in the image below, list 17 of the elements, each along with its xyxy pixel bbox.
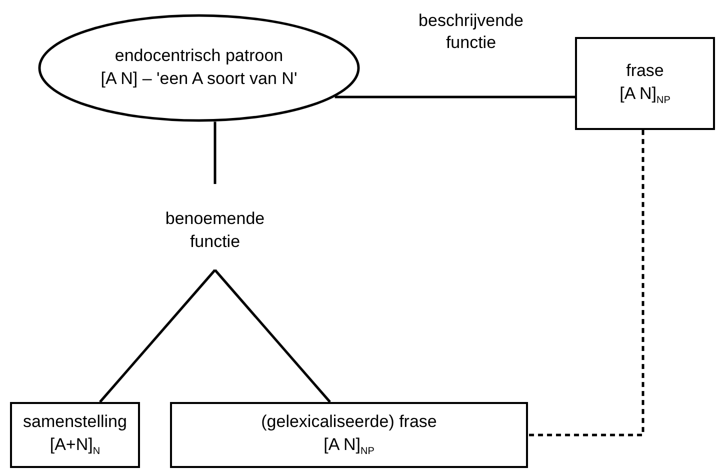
connector-line [214,269,331,403]
formula-label: [A N]$_{NP}$ [324,434,374,459]
phrase-box [575,37,715,130]
connector-line [214,122,216,184]
node-label: endocentrisch patroon [114,45,284,68]
formula-label: [A N] – 'een A soort van N' [100,68,298,90]
connector-line [334,96,575,98]
connector-line [99,269,216,403]
formula-label: [A+N]$_{N}$ [50,434,100,459]
node-label: (gelexicaliseerde) frase [261,411,437,434]
phrase-box [10,402,140,468]
dashed-connector [528,130,644,436]
phrase-box [170,402,528,468]
node-label: samenstelling [23,411,127,434]
node-label: benoemende functie [164,208,266,253]
node-label: frase [626,60,664,82]
formula-label: [A N]$_{NP}$ [620,82,670,108]
